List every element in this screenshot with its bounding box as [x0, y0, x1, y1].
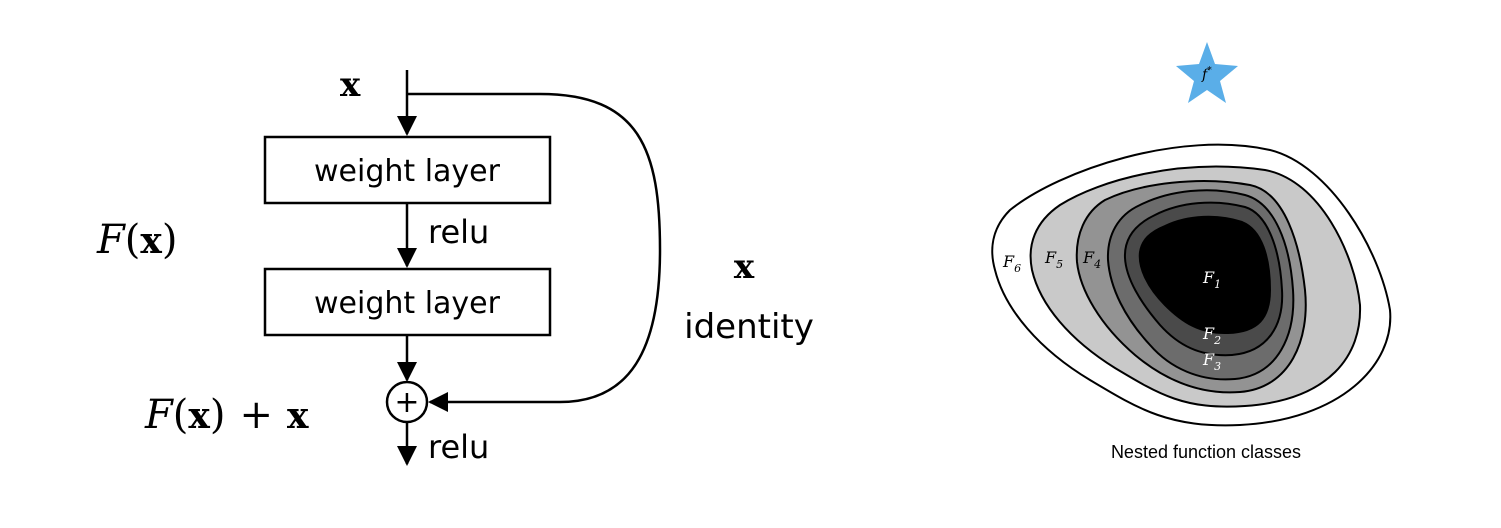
class-label-f3: F3 [1202, 350, 1221, 373]
input-x-label: x [340, 65, 361, 105]
nested-function-classes-diagram: f* F6 F5 F4 F1 F2 F3 Nested function cla… [991, 42, 1392, 462]
class-label-f4: F4 [1082, 248, 1101, 271]
target-function-star-icon [1176, 42, 1238, 103]
shortcut-identity-label: identity [684, 307, 814, 347]
class-label-f2: F2 [1202, 324, 1221, 347]
add-operator-symbol: + [394, 385, 419, 420]
nested-classes-caption: Nested function classes [1111, 442, 1301, 462]
class-label-f1: F1 [1202, 268, 1221, 291]
weight-layer-2-box [263, 267, 552, 337]
identity-shortcut-path [407, 92, 662, 412]
residual-block-diagram: x weight layer relu weight layer + relu … [96, 65, 814, 466]
weight-layer-1-label: weight layer [314, 154, 501, 189]
class-region-f1 [1138, 215, 1272, 335]
fx-label: F(x) [96, 217, 177, 263]
fx-plus-x-label: F(x)+x [144, 392, 309, 438]
class-label-f6: F6 [1002, 252, 1021, 275]
relu-1-label: relu [428, 213, 489, 251]
shortcut-x-label: x [734, 247, 755, 287]
weight-layer-2-label: weight layer [314, 286, 501, 321]
class-label-f5: F5 [1044, 248, 1063, 271]
relu-2-label: relu [428, 428, 489, 466]
target-function-label: f* [1201, 66, 1212, 83]
